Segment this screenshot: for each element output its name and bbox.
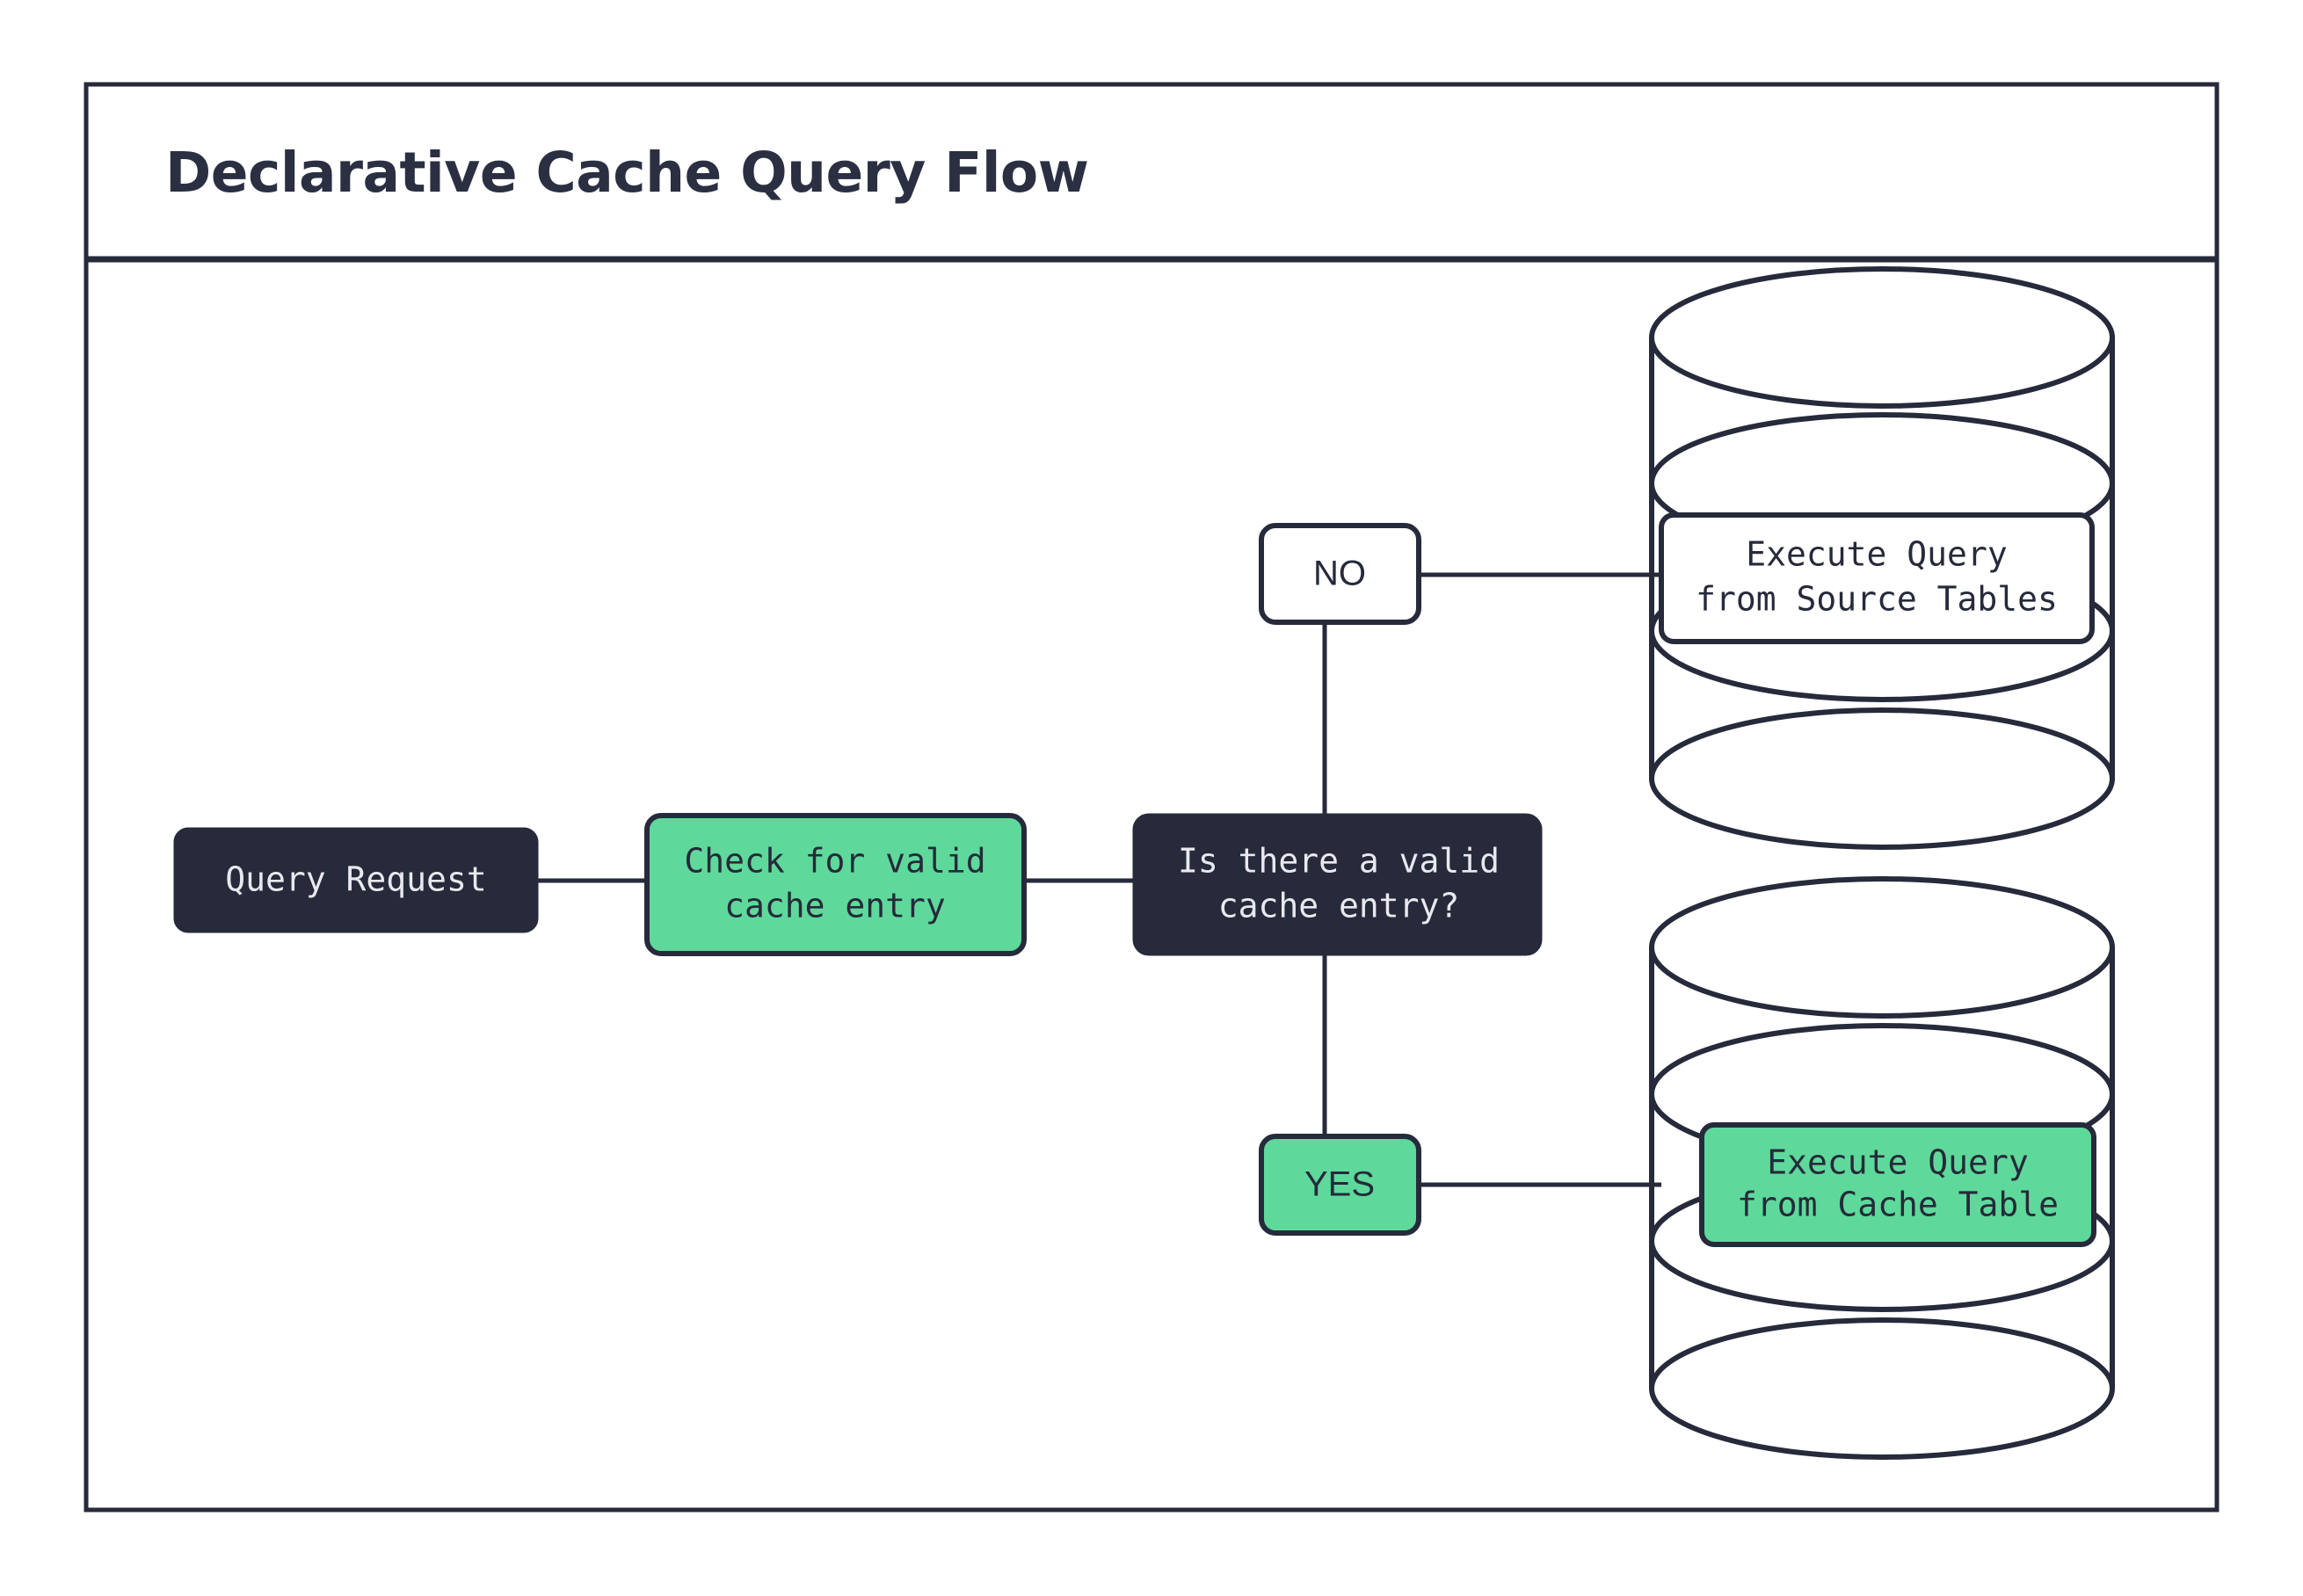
yes-badge-label: YES [1304, 1165, 1375, 1204]
no-badge-box[interactable] [1259, 523, 1421, 625]
decision-box[interactable] [1132, 813, 1543, 956]
query-request-label: Query Request [225, 860, 486, 899]
cache-db-label-line2: from Cache Table [1737, 1186, 2059, 1224]
branch-label-yes[interactable]: YES [1259, 1134, 1421, 1236]
source-db-label-box[interactable] [1659, 512, 2095, 644]
yes-badge-box[interactable] [1259, 1134, 1421, 1236]
cache-db-label-line1: Execute Query [1767, 1143, 2028, 1182]
branch-label-no[interactable]: NO [1259, 523, 1421, 625]
decision-label-line1: Is there a valid [1178, 842, 1500, 881]
no-badge-label: NO [1313, 555, 1366, 593]
check-cache-box[interactable] [644, 813, 1027, 956]
cache-database-cylinder[interactable]: Execute Query from Cache Table [1649, 876, 2115, 1460]
cache-db-label-box[interactable] [1699, 1122, 2096, 1247]
check-cache-label-line1: Check for valid [684, 842, 985, 881]
check-cache-label-line2: cache entry [724, 887, 946, 925]
node-query-request[interactable]: Query Request [173, 827, 539, 933]
decision-label-line2: cache entry? [1218, 887, 1460, 925]
node-decision-valid-cache[interactable]: Is there a valid cache entry? [1132, 813, 1543, 956]
outer-frame [84, 82, 2219, 1513]
page-title: Declarative Cache Query Flow [165, 141, 1088, 205]
source-database-cylinder[interactable]: Execute Query from Source Tables [1649, 266, 2115, 850]
node-check-cache-entry[interactable]: Check for valid cache entry [644, 813, 1027, 956]
source-db-label-line2: from Source Tables [1696, 580, 2058, 619]
query-request-box[interactable] [173, 827, 539, 933]
source-db-label-line1: Execute Query [1746, 535, 2007, 574]
